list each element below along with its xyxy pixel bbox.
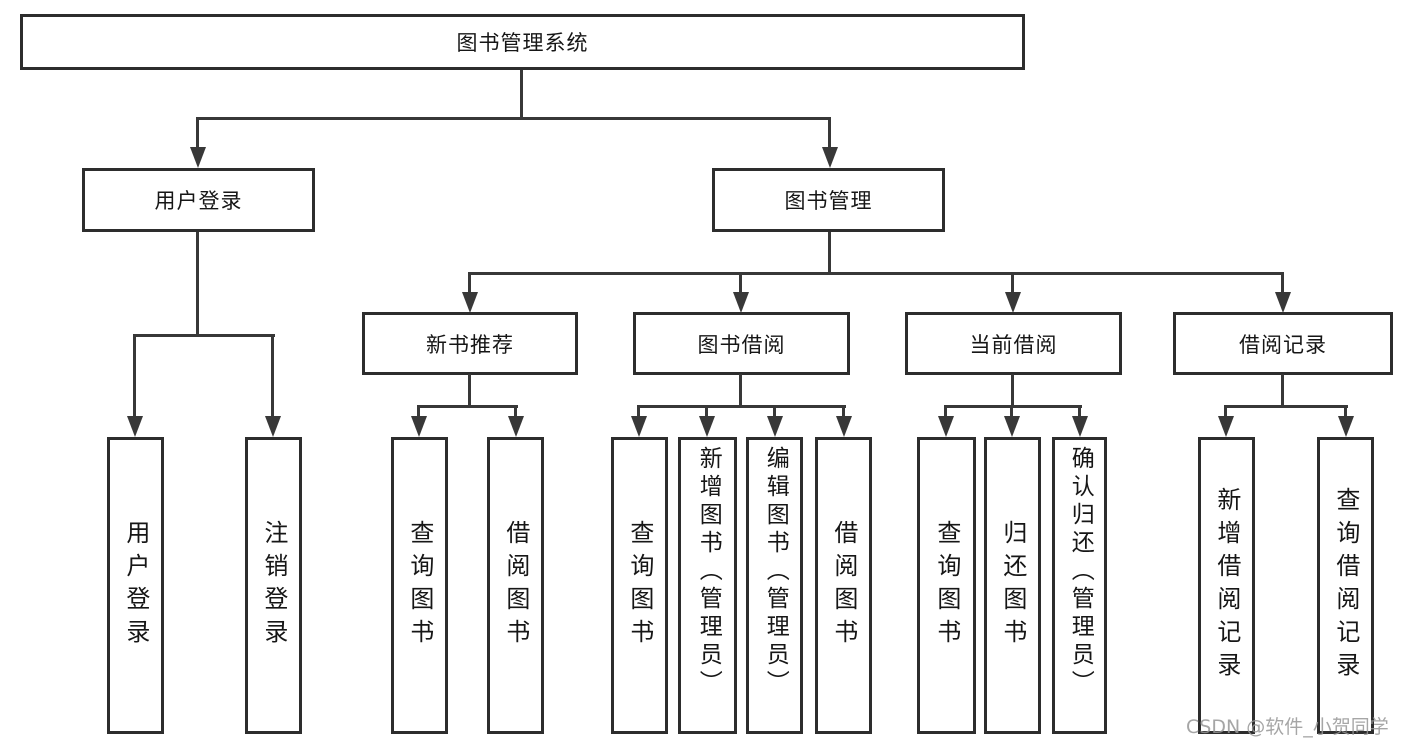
connector-line [1078,405,1081,420]
arrowhead-icon [767,416,783,437]
arrowhead-icon [1004,416,1020,437]
node-leaf-records-add-record: 新增借阅记录 [1198,437,1255,734]
node-book-borrow: 图书借阅 [633,312,850,375]
arrowhead-icon [1005,292,1021,313]
arrowhead-icon [1275,292,1291,313]
arrowhead-icon [733,292,749,313]
node-leaf-recommend-query-books: 查询图书 [391,437,448,734]
arrowhead-icon [938,416,954,437]
connector-line [520,70,523,119]
arrowhead-icon [508,416,524,437]
connector-line [468,272,471,294]
node-current-borrow: 当前借阅 [905,312,1122,375]
connector-line [196,117,199,149]
node-user-login: 用户登录 [82,168,315,232]
connector-line [1344,405,1347,420]
arrowhead-icon [699,416,715,437]
connector-line [1281,374,1284,407]
node-leaf-current-query-books: 查询图书 [917,437,976,734]
arrowhead-icon [190,147,206,168]
connector-line [196,232,199,336]
connector-line [828,232,831,274]
connector-line [1011,374,1014,407]
node-leaf-recommend-borrow-books: 借阅图书 [487,437,544,734]
node-leaf-current-confirm-return-admin: 确认归还（管理员） [1052,437,1107,734]
arrowhead-icon [1338,416,1354,437]
connector-line [1281,272,1284,294]
connector-line [468,272,1284,275]
connector-line [773,405,776,420]
arrowhead-icon [836,416,852,437]
connector-line [417,405,518,408]
connector-line [637,405,640,420]
connector-line [739,272,742,294]
node-leaf-borrow-edit-books-admin: 编辑图书（管理员） [746,437,803,734]
node-borrow-records: 借阅记录 [1173,312,1393,375]
node-leaf-borrow-add-books-admin: 新增图书（管理员） [678,437,737,734]
connector-line [828,117,831,149]
connector-line [197,117,831,120]
connector-line [705,405,708,420]
connector-line [1224,405,1348,408]
node-leaf-borrow-borrow-books: 借阅图书 [815,437,872,734]
arrowhead-icon [822,147,838,168]
csdn-watermark: CSDN @软件_小贺同学 [1186,716,1389,738]
connector-line [1010,405,1013,420]
connector-line [944,405,1082,408]
connector-line [133,334,136,418]
connector-line [637,405,846,408]
node-leaf-records-query-record: 查询借阅记录 [1317,437,1374,734]
arrowhead-icon [411,416,427,437]
arrowhead-icon [1072,416,1088,437]
connector-line [1011,272,1014,294]
arrowhead-icon [127,416,143,437]
connector-line [739,374,742,407]
connector-line [271,334,274,418]
node-leaf-user-login: 用户登录 [107,437,164,734]
connector-line [133,334,275,337]
connector-line [1224,405,1227,420]
arrowhead-icon [462,292,478,313]
node-leaf-logout: 注销登录 [245,437,302,734]
connector-line [944,405,947,420]
arrowhead-icon [265,416,281,437]
connector-line [514,405,517,420]
connector-line [842,405,845,420]
node-leaf-borrow-query-books: 查询图书 [611,437,668,734]
node-book-management: 图书管理 [712,168,945,232]
node-root: 图书管理系统 [20,14,1025,70]
node-new-book-recommend: 新书推荐 [362,312,578,375]
node-leaf-current-return-books: 归还图书 [984,437,1041,734]
arrowhead-icon [631,416,647,437]
connector-line [417,405,420,420]
arrowhead-icon [1218,416,1234,437]
connector-line [468,374,471,407]
